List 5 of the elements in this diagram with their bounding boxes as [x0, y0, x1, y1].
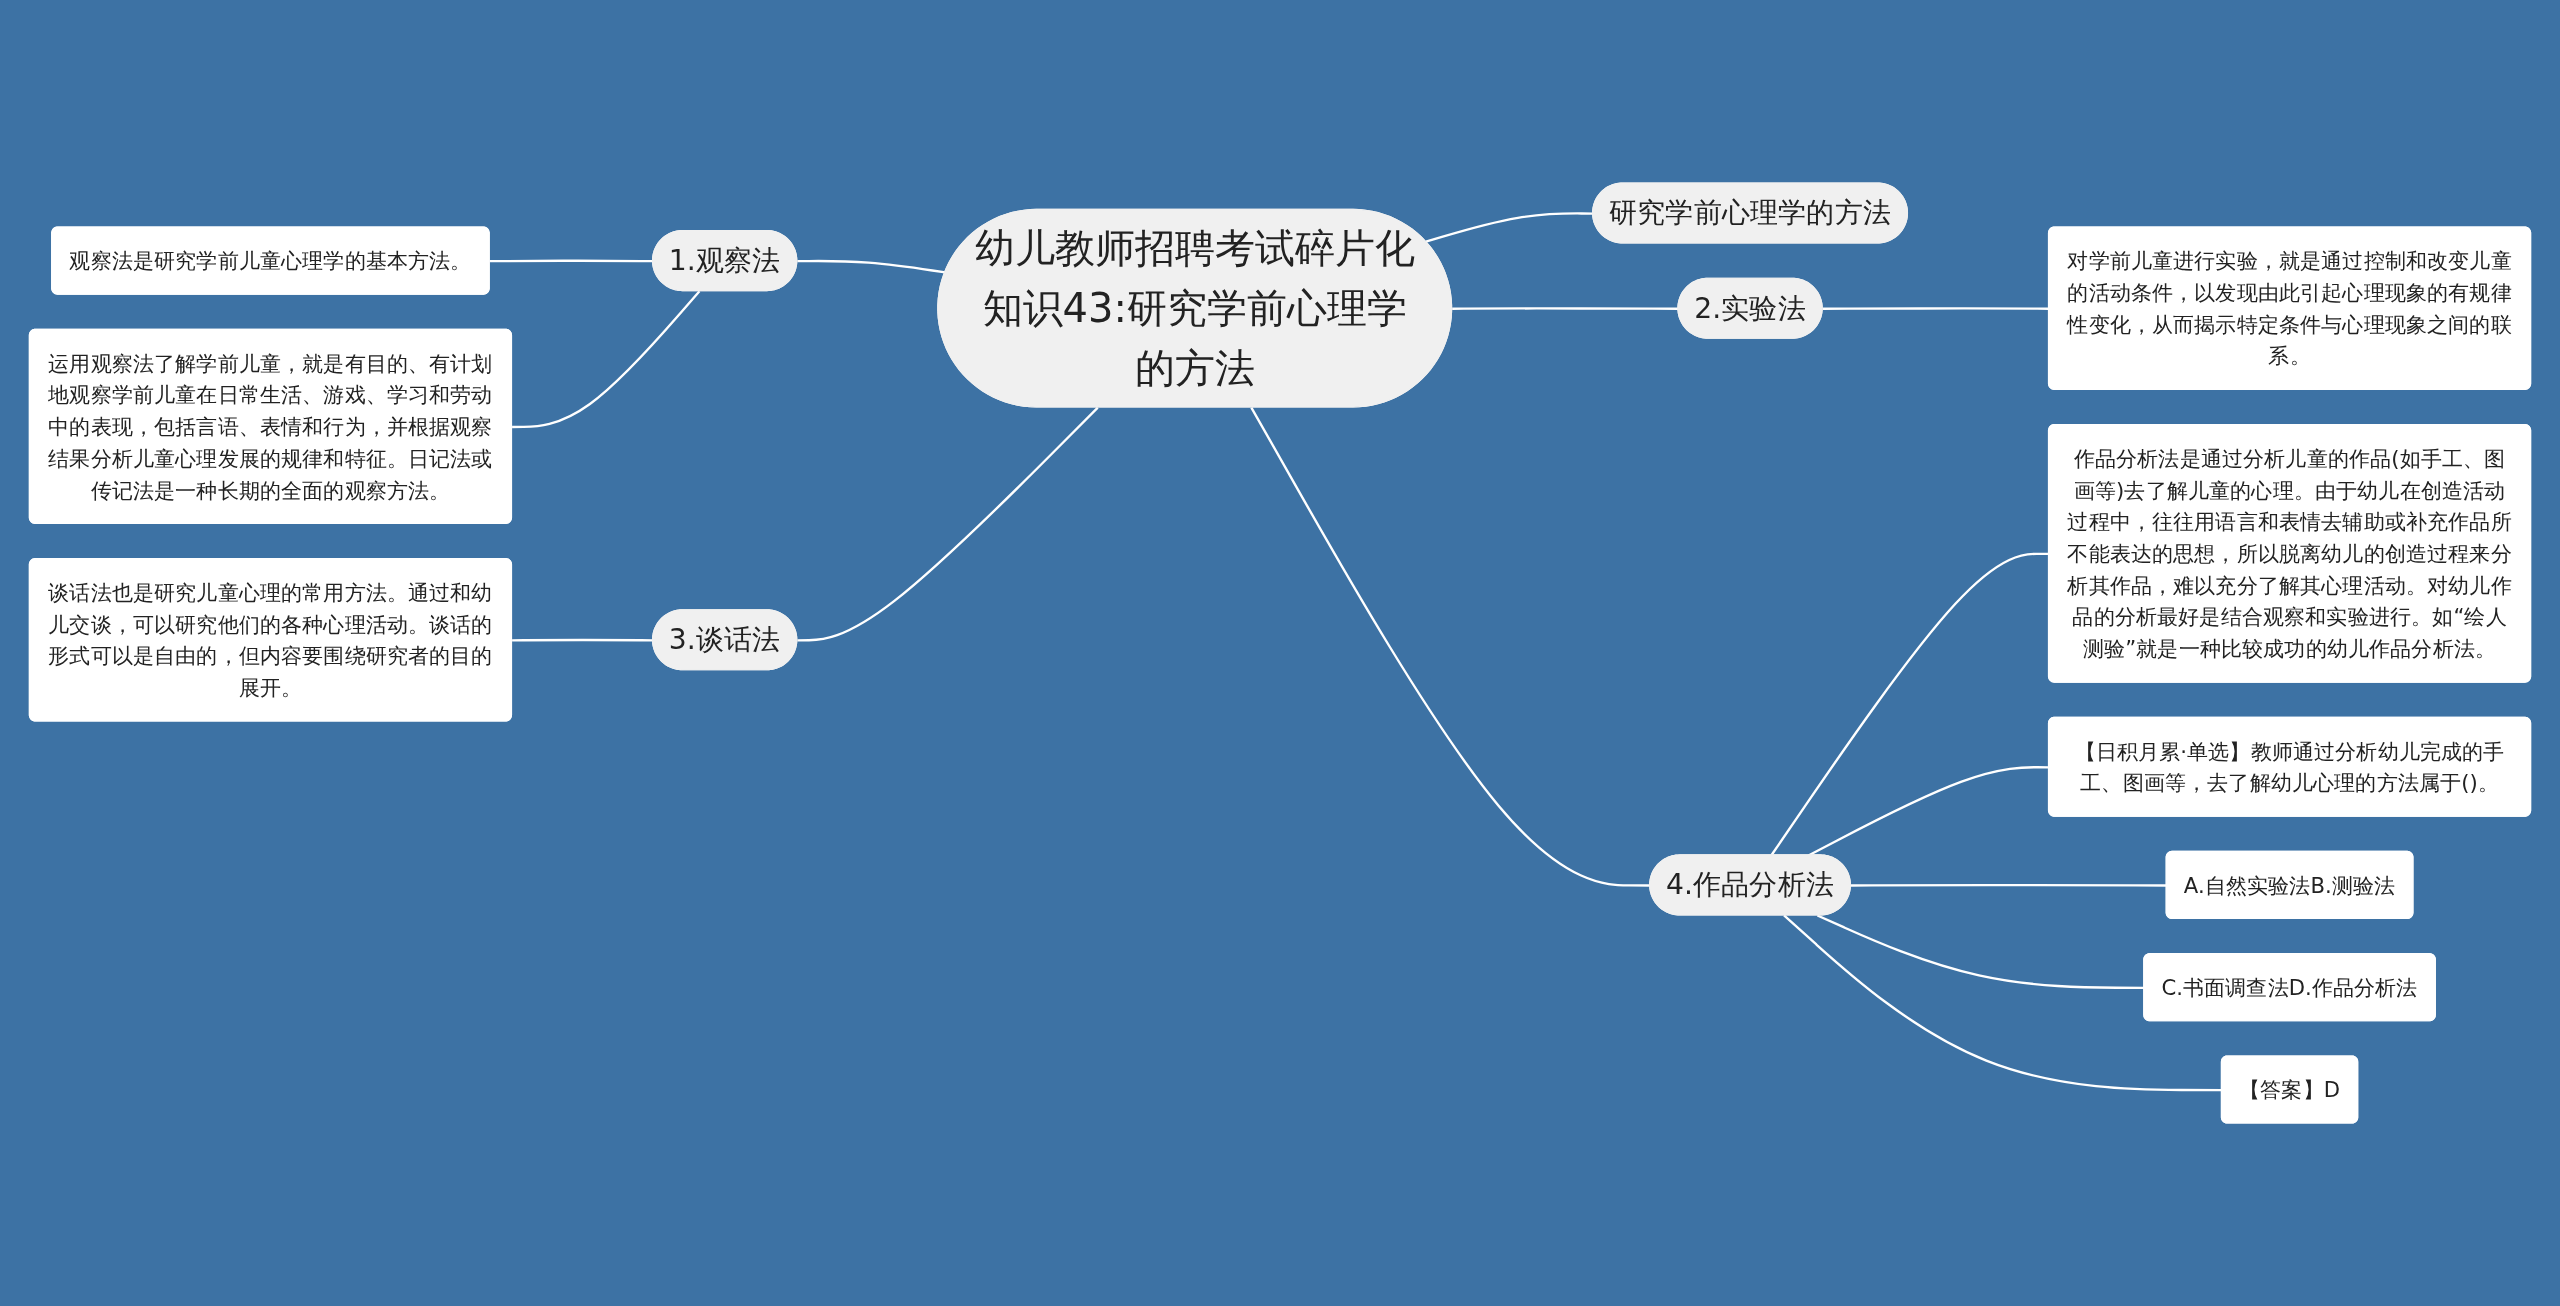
connector [1850, 883, 2167, 887]
connector [797, 406, 1099, 642]
connector [1452, 307, 1679, 310]
connector [512, 290, 701, 429]
connector [797, 259, 946, 274]
